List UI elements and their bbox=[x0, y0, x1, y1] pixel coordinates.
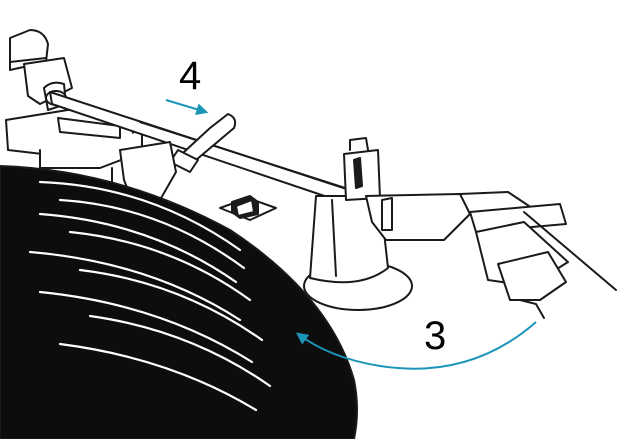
callout-label-3: 3 bbox=[424, 314, 447, 358]
cue-switch bbox=[219, 195, 277, 221]
curved-arrow-icon bbox=[296, 321, 537, 370]
callout-label-4: 4 bbox=[179, 54, 202, 98]
vinyl-record bbox=[0, 164, 358, 439]
straight-arrow-icon bbox=[165, 99, 209, 115]
headshell bbox=[365, 191, 617, 319]
arm-pillar bbox=[303, 137, 413, 311]
record-grooves bbox=[28, 180, 272, 412]
counterweight bbox=[9, 29, 49, 71]
callout-arrows bbox=[165, 99, 537, 370]
